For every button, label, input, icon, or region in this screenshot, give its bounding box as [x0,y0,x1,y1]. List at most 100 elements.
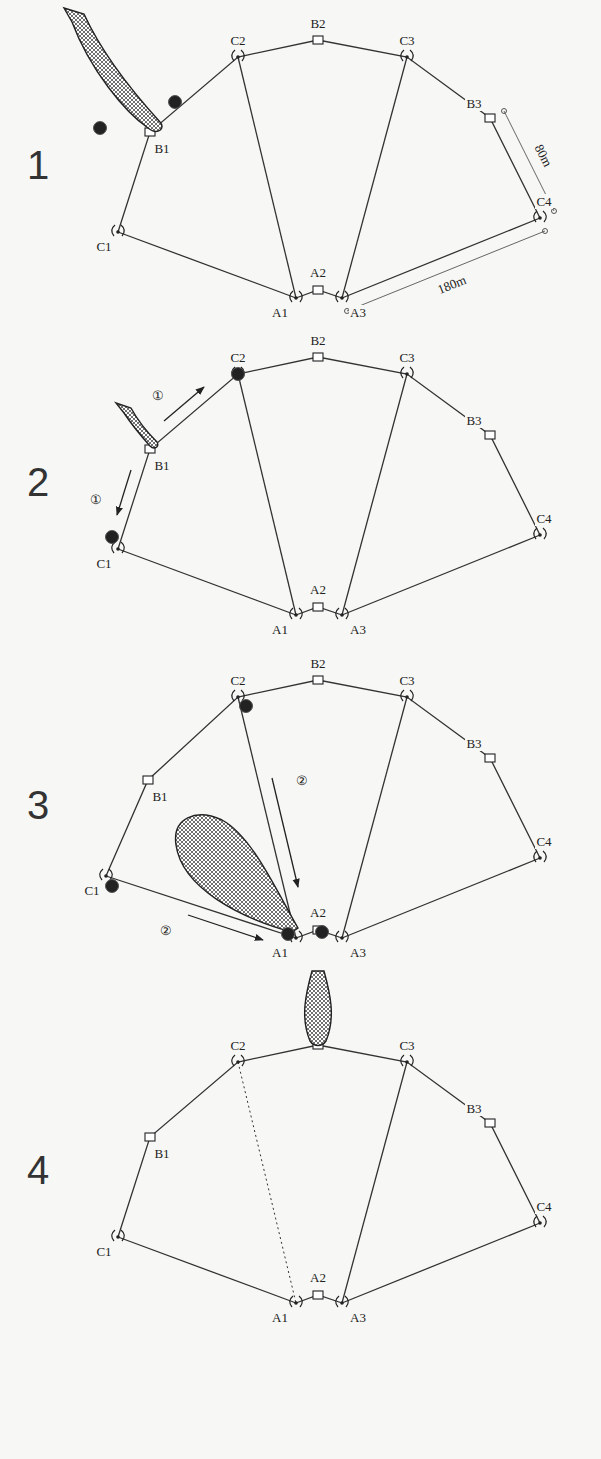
anchor-point [294,296,298,300]
anchor-point [294,936,298,940]
float-marker [313,603,323,611]
anchor-rope [342,1062,407,1303]
anchor-point [538,1221,542,1225]
set-net [176,815,298,932]
float-marker [485,114,495,122]
point-label: C2 [229,350,246,365]
anchor-hook [232,1055,245,1066]
float-marker [313,676,323,684]
anchor-hook [534,1216,547,1227]
point-label: A3 [349,305,367,320]
anchor-point [538,216,542,220]
anchor-hook [290,608,303,619]
buoy [106,880,119,893]
point-label: A2 [309,1270,327,1285]
anchor-rope [342,1223,540,1303]
anchor-point [236,55,240,59]
anchor-point [236,1060,240,1064]
anchor-point [405,372,409,376]
point-label: C3 [398,673,415,688]
anchor-point [294,613,298,617]
point-label: A1 [271,945,289,960]
point-label: B3 [465,1101,482,1116]
dimension-label: 180m [435,271,470,297]
float-marker [485,754,495,762]
anchor-hook [290,291,303,302]
point-label: C3 [398,33,415,48]
anchor-hook [112,1230,125,1241]
anchor-hook [336,608,349,619]
anchor-point [340,936,344,940]
anchor-hook [290,1296,303,1307]
point-label: B3 [465,736,482,751]
float-rope [118,1045,540,1237]
buoy [169,96,182,109]
point-label: A1 [271,305,289,320]
anchor-rope [342,218,540,298]
float-marker [313,286,323,294]
float-rope [106,680,540,876]
point-label: C3 [398,1038,415,1053]
point-label: C1 [95,556,112,571]
anchor-rope [118,1237,296,1303]
anchor-hook [336,1296,349,1307]
movement-arrow [188,915,263,940]
anchor-point [236,695,240,699]
point-label: A1 [271,622,289,637]
buoy [316,926,329,939]
point-label: C4 [535,834,552,849]
point-label: B3 [465,413,482,428]
anchor-point [340,296,344,300]
float-marker [485,1119,495,1127]
anchor-point [340,613,344,617]
anchor-hook [112,225,125,236]
anchor-rope [238,1062,296,1303]
point-label: C4 [535,511,552,526]
anchor-rope [342,57,407,298]
point-label: C1 [95,1244,112,1259]
float-rope [118,40,540,232]
panel-number: 2 [26,460,50,504]
dimension-label: 80m [532,140,557,169]
step-number: ② [159,923,173,938]
anchor-rope [118,232,296,298]
panel-number: 3 [26,783,50,827]
anchor-rope [342,535,540,615]
anchor-point [405,695,409,699]
point-label: A2 [309,582,327,597]
anchor-point [538,533,542,537]
anchor-hook [401,367,414,378]
point-label: A3 [349,945,367,960]
dimension-tick [502,109,507,114]
point-label: C4 [535,194,552,209]
anchor-point [405,1060,409,1064]
panel-number: 4 [26,1148,50,1192]
point-label: B3 [465,96,482,111]
anchor-point [104,874,108,878]
dimension-tick [543,229,548,234]
panel-number: 1 [26,143,50,187]
point-label: B1 [153,141,170,156]
buoy [282,928,295,941]
float-marker [313,353,323,361]
movement-arrow [117,470,131,515]
point-label: C2 [229,673,246,688]
buoy [232,368,245,381]
movement-arrow [272,778,298,887]
point-label: A2 [309,905,327,920]
point-label: B2 [309,656,326,671]
point-label: B1 [153,1146,170,1161]
anchor-hook [534,851,547,862]
anchor-hook [100,869,113,880]
anchor-point [340,1301,344,1305]
point-label: A1 [271,1310,289,1325]
buoy [240,700,253,713]
point-label: B1 [153,458,170,473]
anchor-rope [342,697,407,938]
anchor-rope [238,57,296,298]
buoy [106,531,119,544]
point-label: C4 [535,1199,552,1214]
anchor-hook [401,50,414,61]
point-label: B2 [309,333,326,348]
anchor-point [116,230,120,234]
